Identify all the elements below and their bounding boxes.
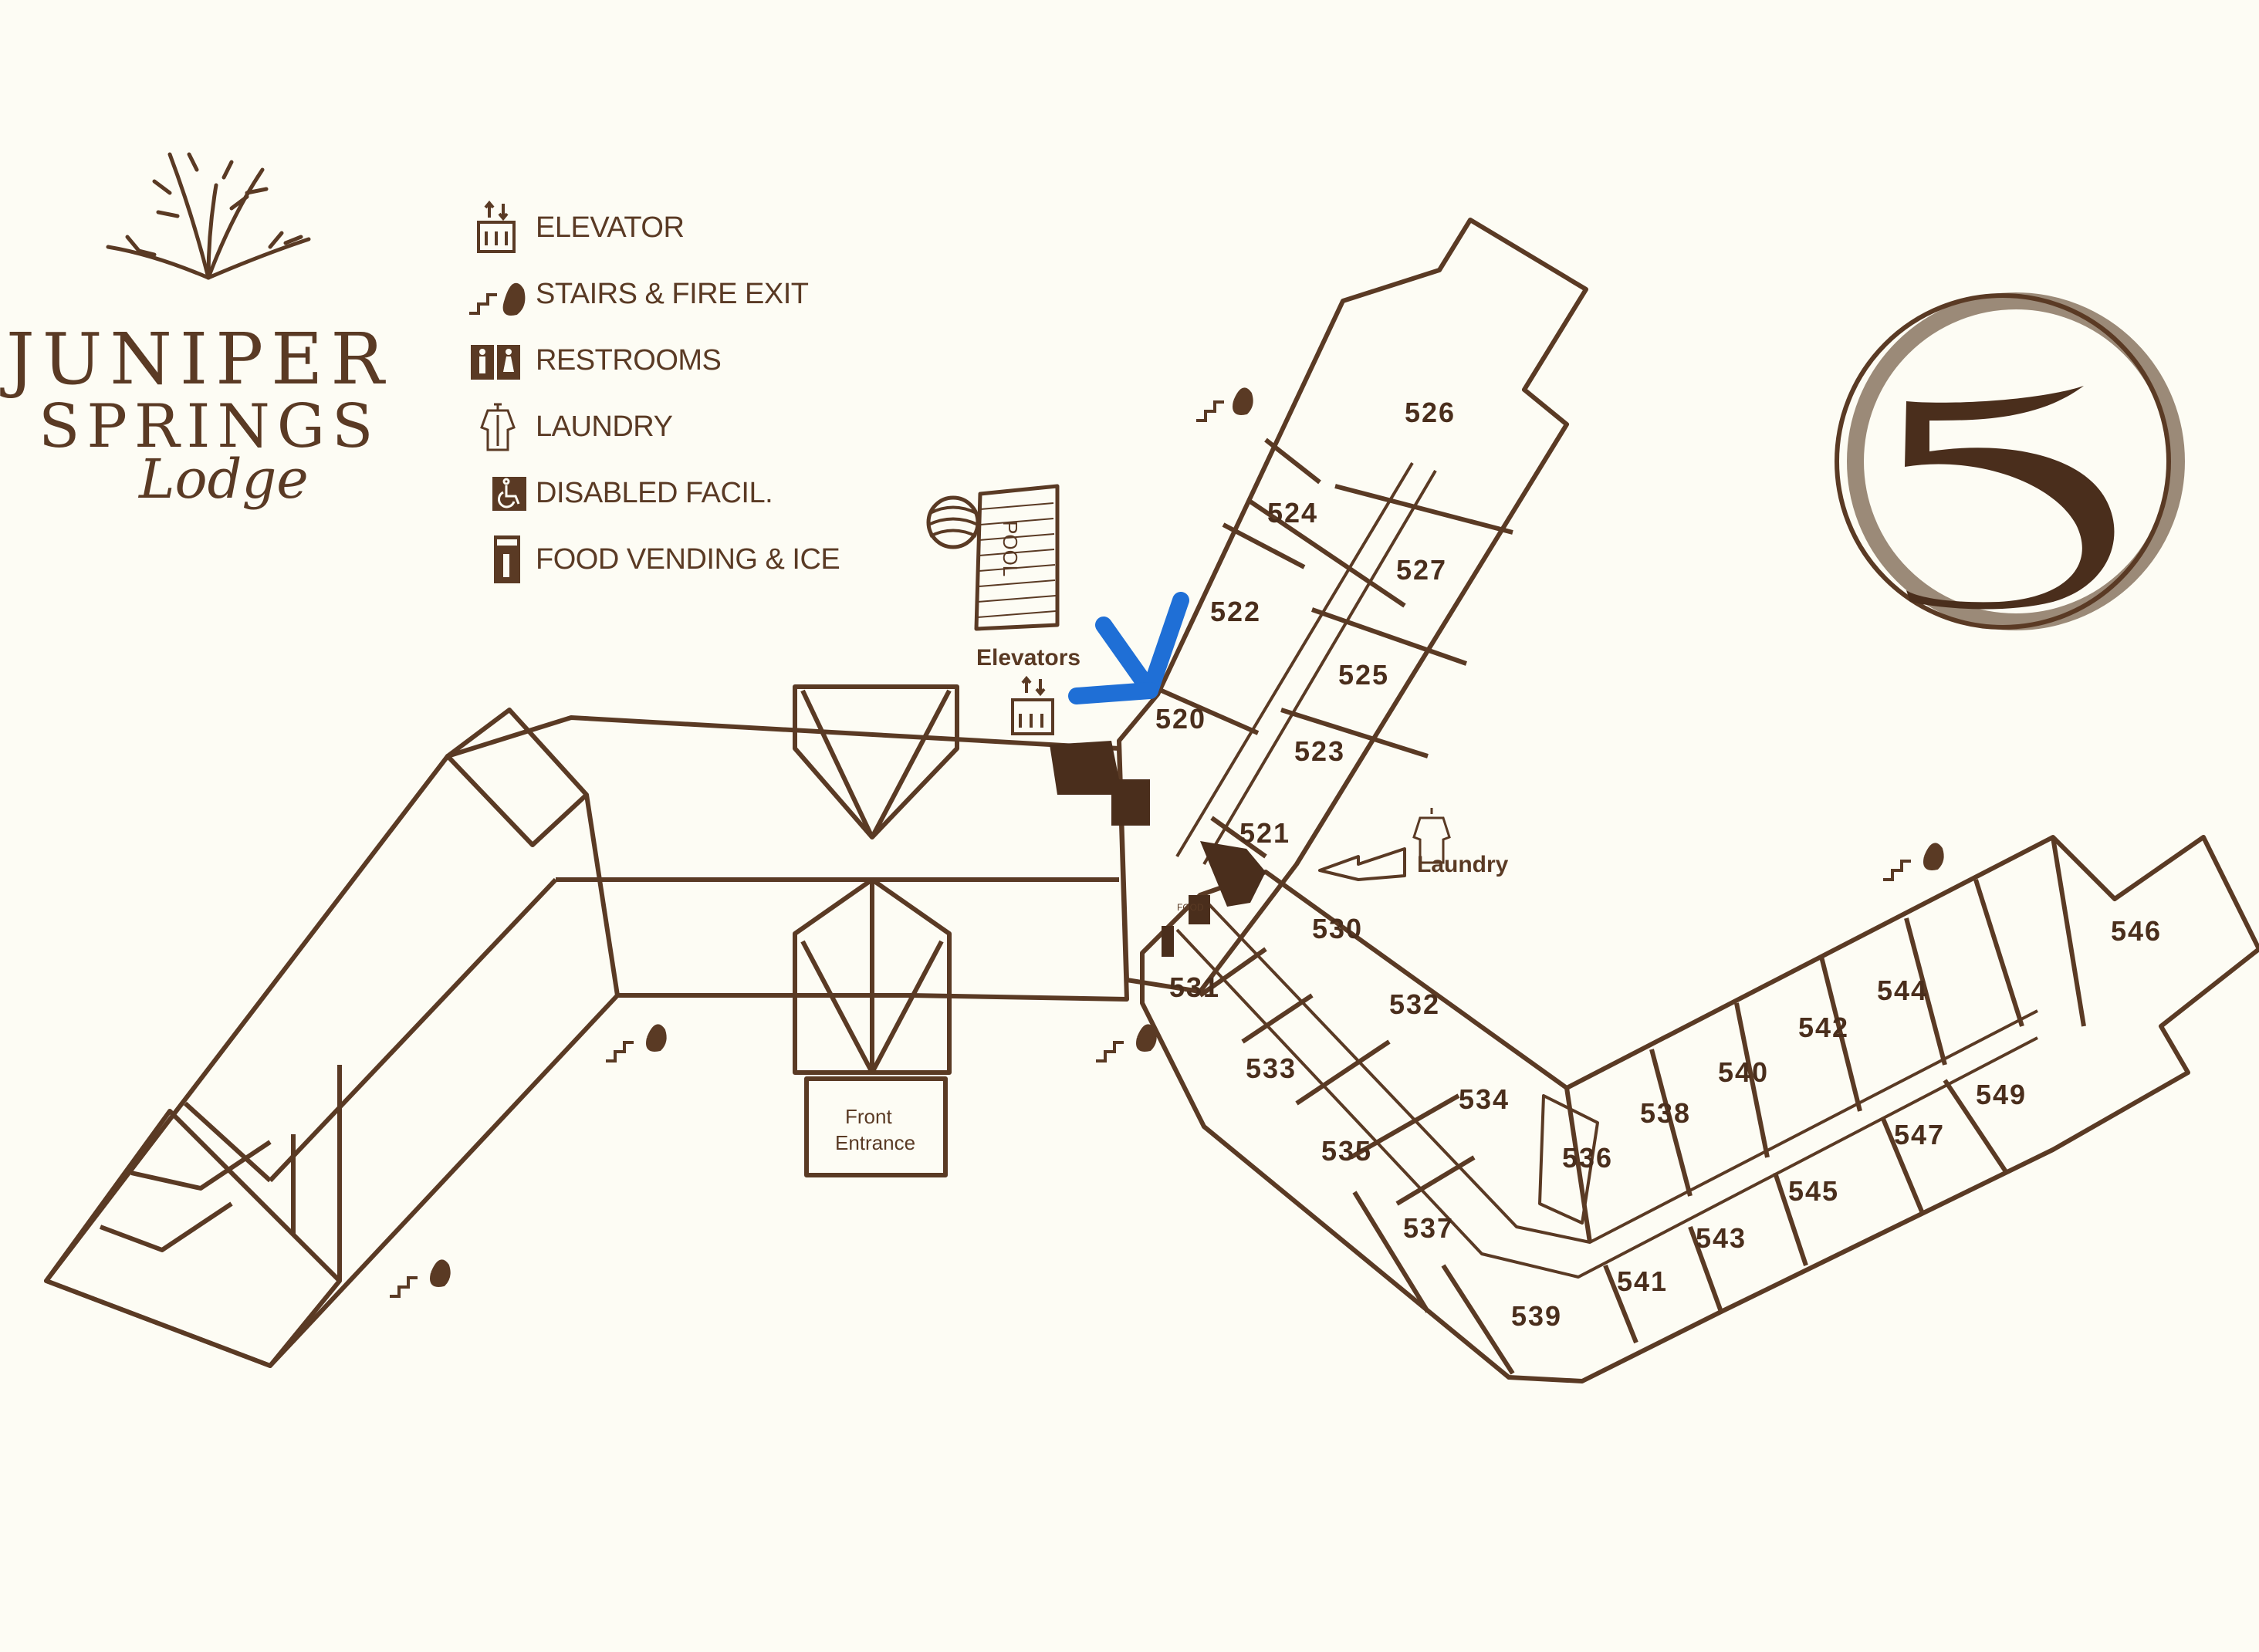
room-542: 542 <box>1798 1012 1849 1043</box>
legend-label: FOOD VENDING & ICE <box>536 542 840 576</box>
disabled-facilities-icon <box>492 477 526 511</box>
room-537: 537 <box>1403 1212 1454 1244</box>
floor-number-glyph <box>1905 386 2115 610</box>
room-527: 527 <box>1396 554 1447 586</box>
legend-restrooms: RESTROOMS <box>463 333 722 387</box>
room-523: 523 <box>1294 735 1345 767</box>
room-544: 544 <box>1877 975 1928 1006</box>
laundry-icon <box>480 403 516 451</box>
legend-label: DISABLED FACIL. <box>536 476 773 509</box>
restrooms-icon <box>471 345 520 380</box>
legend-disabled-facilities: DISABLED FACIL. <box>463 466 773 520</box>
room-522: 522 <box>1210 596 1261 627</box>
front-entrance-line1: Front <box>845 1105 892 1128</box>
legend-label: ELEVATOR <box>536 211 685 244</box>
room-535: 535 <box>1321 1135 1372 1167</box>
room-546: 546 <box>2111 915 2162 947</box>
stairs-fire-exit-icon <box>1883 843 1944 881</box>
room-549: 549 <box>1976 1079 2027 1110</box>
stairs-fire-exit-icon <box>1096 1024 1157 1062</box>
food-vending-icon <box>494 535 520 583</box>
elevator-icon <box>477 201 516 253</box>
legend-label: LAUNDRY <box>536 410 673 443</box>
core-block <box>1050 741 1266 957</box>
elevators-label: Elevators <box>976 645 1080 671</box>
room-531: 531 <box>1169 971 1220 1003</box>
room-534: 534 <box>1459 1083 1510 1115</box>
room-539: 539 <box>1511 1300 1562 1332</box>
brand-line-springs: SPRINGS <box>39 392 380 461</box>
pool <box>974 484 1060 631</box>
west-wing <box>44 684 1129 1368</box>
room-545: 545 <box>1788 1175 1839 1207</box>
stairs-fire-exit-icon <box>469 282 526 316</box>
legend-label: STAIRS & FIRE EXIT <box>536 277 809 310</box>
legend-elevator: ELEVATOR <box>463 201 685 255</box>
front-entrance-line2: Entrance <box>835 1131 915 1154</box>
room-547: 547 <box>1894 1119 1945 1150</box>
legend-laundry: LAUNDRY <box>463 400 673 454</box>
east-wing <box>1140 835 2259 1383</box>
brand-line-lodge: Lodge <box>139 448 309 511</box>
room-532: 532 <box>1389 988 1440 1020</box>
room-520: 520 <box>1155 703 1206 735</box>
pool-label: POOL <box>999 521 1022 576</box>
room-536: 536 <box>1562 1142 1613 1174</box>
room-540: 540 <box>1718 1056 1769 1088</box>
room-526: 526 <box>1405 397 1456 428</box>
elevator-icon <box>1011 675 1054 735</box>
room-labels: 520 521 522 523 524 525 526 527 530 531 … <box>1155 397 2162 1332</box>
north-wing <box>1117 218 1588 994</box>
room-524: 524 <box>1267 497 1318 529</box>
brand-line-juniper: JUNIPER <box>6 318 392 400</box>
stairs-fire-exit-icon <box>390 1259 451 1298</box>
laundry-arrow <box>1318 847 1406 881</box>
food-sign-label: FOOD <box>1177 902 1204 913</box>
room-543: 543 <box>1696 1222 1747 1254</box>
legend-stairs-fire-exit: STAIRS & FIRE EXIT <box>463 267 809 321</box>
room-525: 525 <box>1338 659 1389 691</box>
legend-label: RESTROOMS <box>536 343 722 377</box>
juniper-branch-icon <box>106 152 311 280</box>
laundry-label: Laundry <box>1417 852 1509 877</box>
room-530: 530 <box>1312 913 1363 944</box>
laundry-icon <box>1412 808 1451 864</box>
room-541: 541 <box>1617 1265 1668 1297</box>
stairs-fire-exit-icon <box>1196 387 1253 422</box>
legend-food-vending: FOOD VENDING & ICE <box>463 532 840 586</box>
room-533: 533 <box>1246 1052 1297 1084</box>
room-538: 538 <box>1640 1097 1691 1129</box>
highlight-arrow <box>1068 592 1189 704</box>
floor-number-badge <box>1835 292 2185 630</box>
ball-icon <box>926 495 980 549</box>
room-521: 521 <box>1239 817 1290 849</box>
front-entrance <box>804 1076 948 1177</box>
stairs-fire-exit-icon <box>606 1024 667 1062</box>
brand-logo: JUNIPER SPRINGS Lodge <box>0 139 432 540</box>
